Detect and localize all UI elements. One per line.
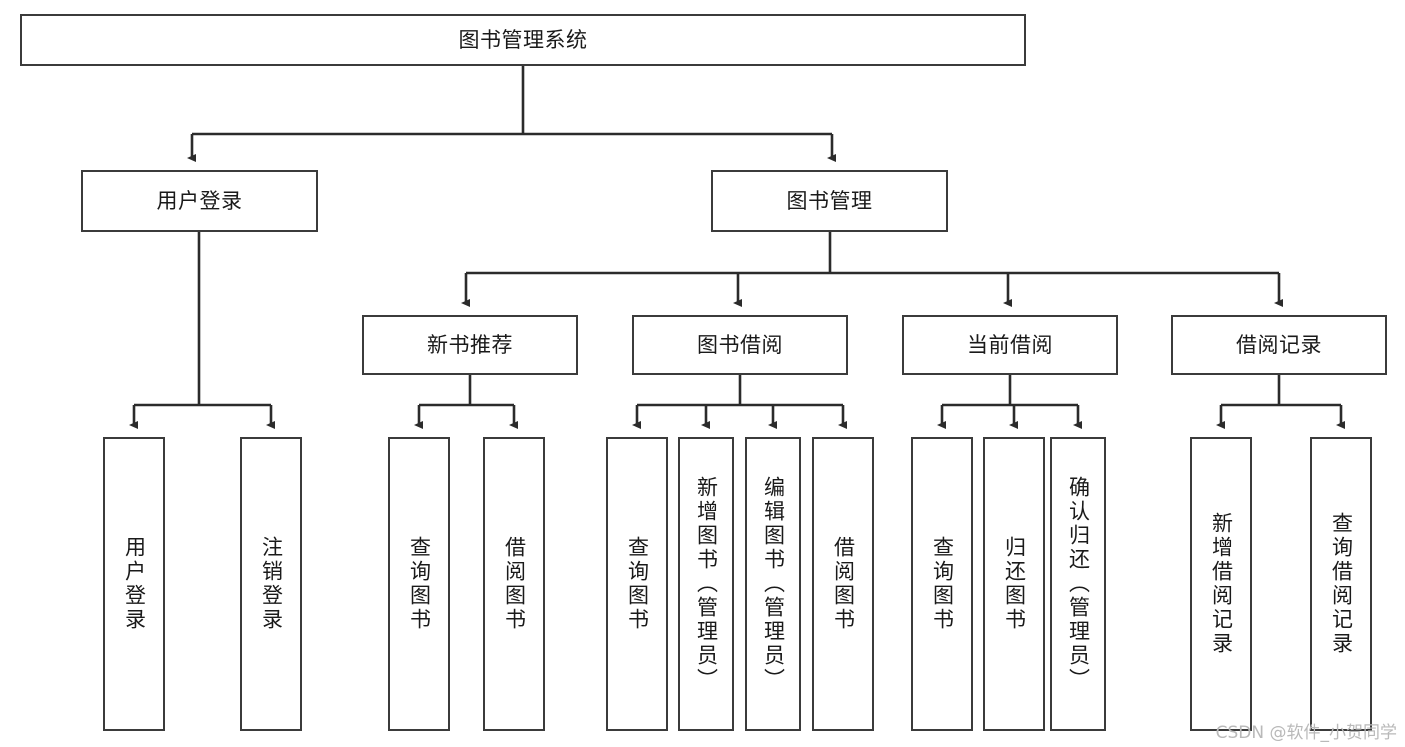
node-leaf-borrow-books-1-label: 借阅图书 bbox=[502, 536, 527, 632]
csdn-watermark: CSDN @软件_小贺同学 bbox=[1215, 723, 1397, 743]
node-leaf-query-books-1[interactable]: 查询图书 bbox=[388, 437, 450, 731]
node-leaf-query-borrow-record[interactable]: 查询借阅记录 bbox=[1310, 437, 1372, 731]
node-leaf-query-books-1-label: 查询图书 bbox=[407, 536, 432, 632]
node-leaf-query-borrow-record-label: 查询借阅记录 bbox=[1329, 512, 1354, 656]
node-book-borrow-label: 图书借阅 bbox=[697, 332, 783, 357]
node-leaf-add-borrow-record-label: 新增借阅记录 bbox=[1209, 512, 1234, 656]
node-leaf-edit-book-admin-label: 编辑图书（管理员） bbox=[761, 476, 786, 692]
node-book-management-label: 图书管理 bbox=[786, 188, 873, 213]
node-leaf-borrow-books-2[interactable]: 借阅图书 bbox=[812, 437, 874, 731]
node-leaf-return-books-label: 归还图书 bbox=[1002, 536, 1027, 632]
node-root[interactable]: 图书管理系统 bbox=[20, 14, 1026, 66]
node-leaf-user-login-label: 用户登录 bbox=[122, 536, 147, 632]
node-leaf-logout-login[interactable]: 注销登录 bbox=[240, 437, 302, 731]
node-new-book-recommend[interactable]: 新书推荐 bbox=[362, 315, 578, 375]
node-user-login[interactable]: 用户登录 bbox=[81, 170, 318, 232]
node-leaf-query-books-2-label: 查询图书 bbox=[625, 536, 650, 632]
node-leaf-borrow-books-1[interactable]: 借阅图书 bbox=[483, 437, 545, 731]
node-leaf-query-books-2[interactable]: 查询图书 bbox=[606, 437, 668, 731]
node-user-login-label: 用户登录 bbox=[156, 188, 243, 213]
node-leaf-query-books-3-label: 查询图书 bbox=[930, 536, 955, 632]
node-leaf-borrow-books-2-label: 借阅图书 bbox=[831, 536, 856, 632]
node-leaf-logout-login-label: 注销登录 bbox=[259, 536, 284, 632]
node-current-borrow[interactable]: 当前借阅 bbox=[902, 315, 1118, 375]
node-borrow-record[interactable]: 借阅记录 bbox=[1171, 315, 1387, 375]
node-book-borrow[interactable]: 图书借阅 bbox=[632, 315, 848, 375]
node-leaf-query-books-3[interactable]: 查询图书 bbox=[911, 437, 973, 731]
node-leaf-return-books[interactable]: 归还图书 bbox=[983, 437, 1045, 731]
node-leaf-add-borrow-record[interactable]: 新增借阅记录 bbox=[1190, 437, 1252, 731]
node-leaf-add-book-admin-label: 新增图书（管理员） bbox=[694, 476, 719, 692]
node-root-label: 图书管理系统 bbox=[458, 27, 588, 52]
node-leaf-user-login[interactable]: 用户登录 bbox=[103, 437, 165, 731]
node-new-book-recommend-label: 新书推荐 bbox=[427, 332, 513, 357]
node-leaf-confirm-return-admin-label: 确认归还（管理员） bbox=[1066, 476, 1091, 692]
node-leaf-confirm-return-admin[interactable]: 确认归还（管理员） bbox=[1050, 437, 1106, 731]
node-leaf-edit-book-admin[interactable]: 编辑图书（管理员） bbox=[745, 437, 801, 731]
node-leaf-add-book-admin[interactable]: 新增图书（管理员） bbox=[678, 437, 734, 731]
node-borrow-record-label: 借阅记录 bbox=[1236, 332, 1322, 357]
node-current-borrow-label: 当前借阅 bbox=[967, 332, 1053, 357]
node-book-management[interactable]: 图书管理 bbox=[711, 170, 948, 232]
